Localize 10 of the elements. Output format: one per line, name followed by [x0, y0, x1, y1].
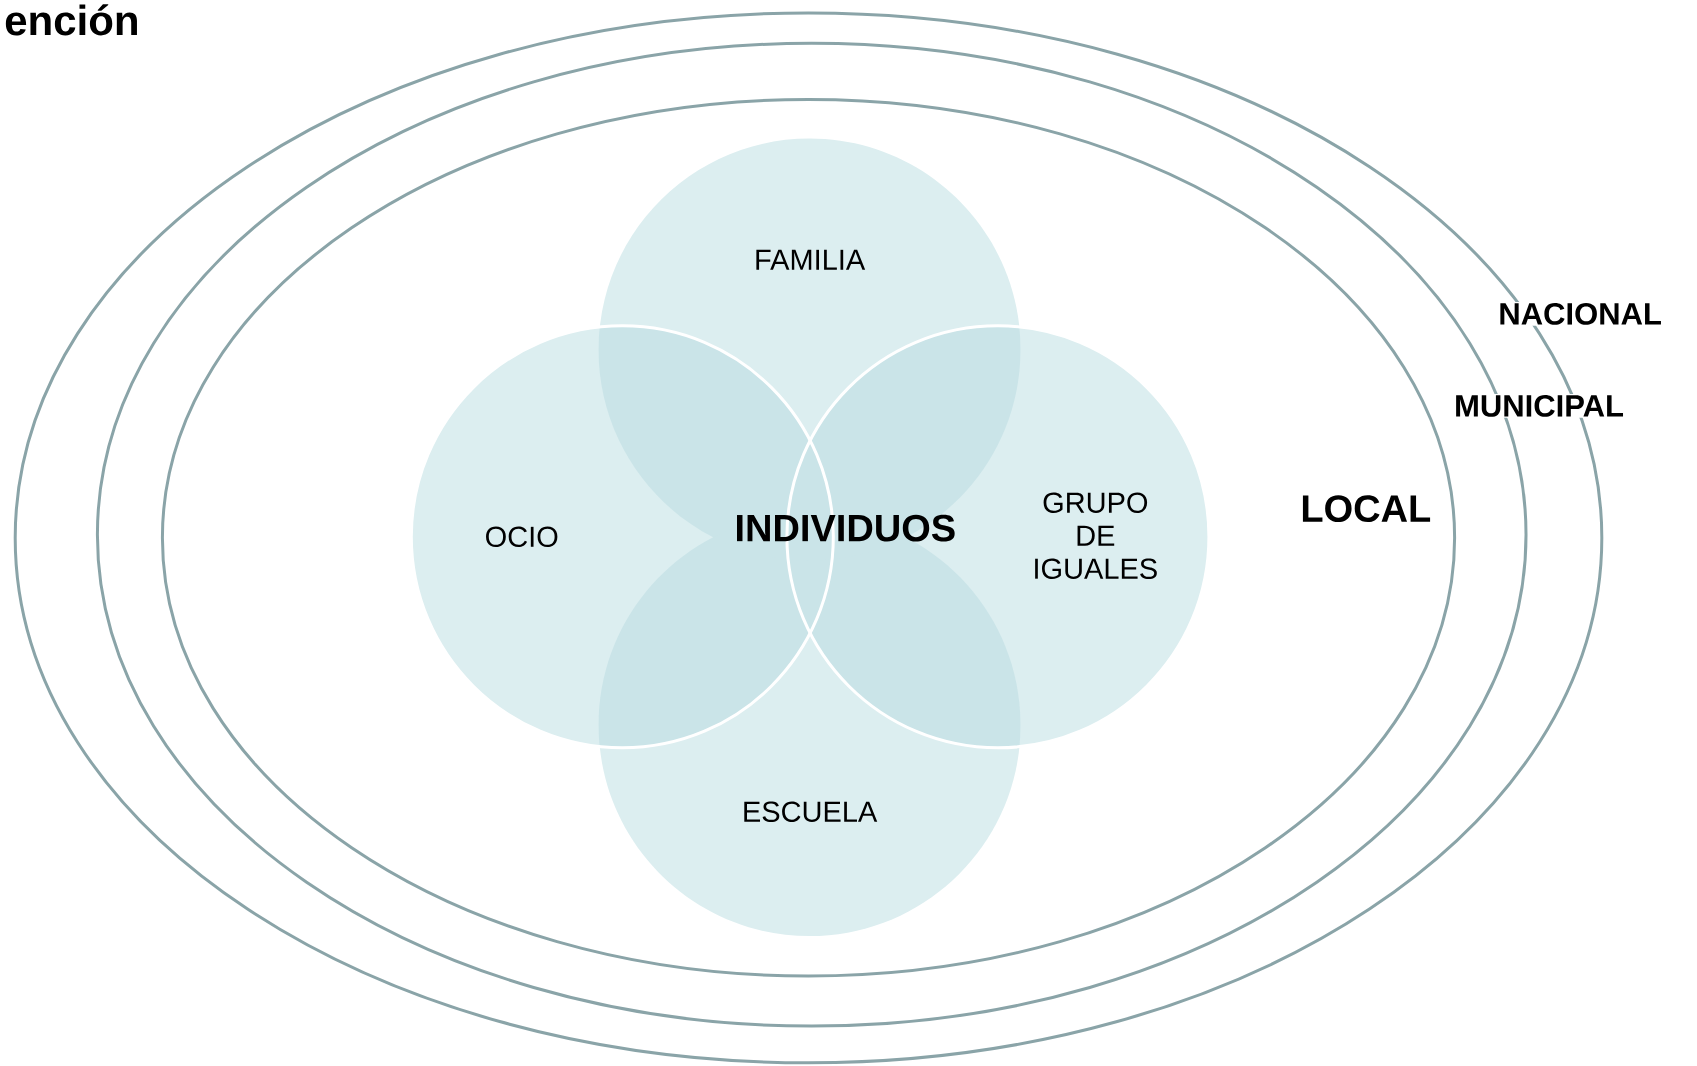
ring-label: NACIONAL — [1497, 301, 1663, 326]
ring-label: LOCAL — [1299, 494, 1433, 524]
ellipse-ring — [160, 98, 1457, 978]
center-label: INDIVIDUOS — [737, 514, 955, 542]
circle-label: ESCUELA — [744, 801, 878, 822]
title: ención — [5, 4, 137, 36]
circle-label: OCIO — [486, 526, 558, 548]
circle-label: FAMILIA — [756, 249, 866, 270]
circle-label: GRUPO DE IGUALES — [1035, 492, 1157, 579]
ring-label: MUNICIPAL — [1453, 393, 1625, 418]
